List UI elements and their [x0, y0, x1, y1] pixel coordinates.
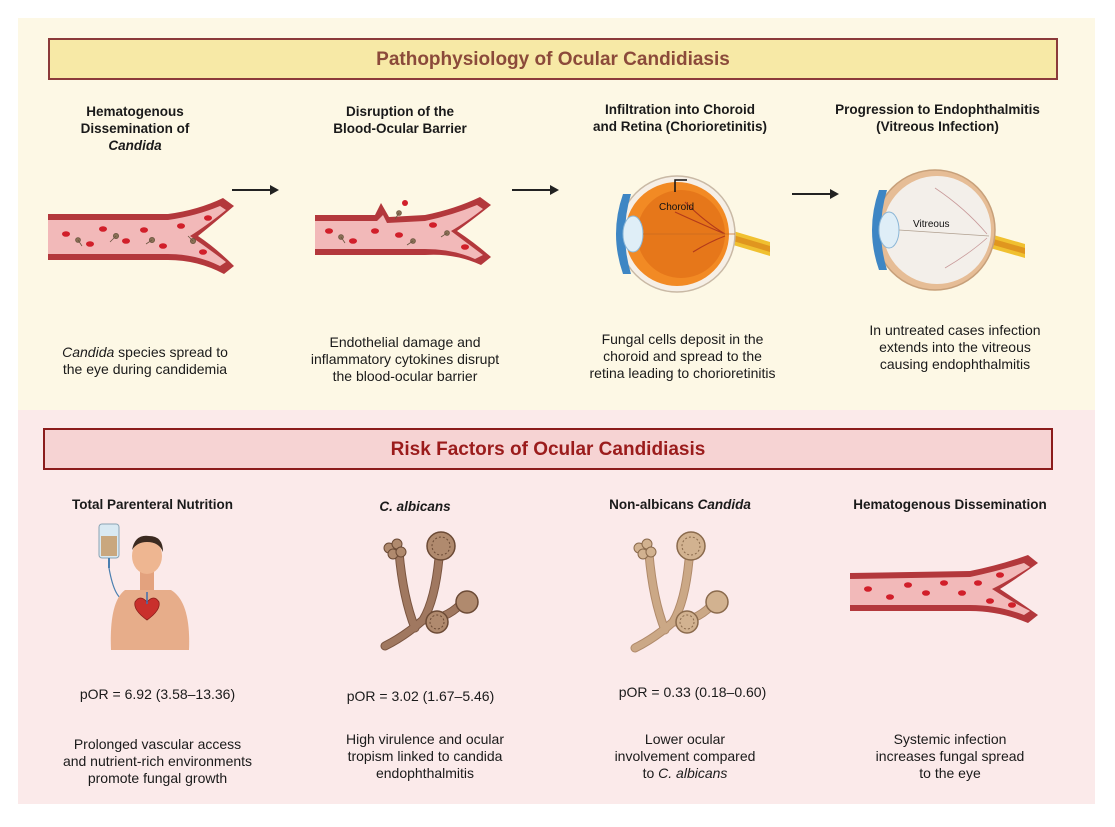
damaged-vessel-illustration	[315, 197, 491, 265]
risk-factors-title: Risk Factors of Ocular Candidiasis	[43, 428, 1053, 470]
stage-4-description: In untreated cases infection extends int…	[869, 322, 1041, 372]
eye-vitreous-illustration: Vitreous	[872, 169, 1025, 291]
stage-2-description: Endothelial damage and inflammatory cyto…	[310, 334, 500, 384]
c-albicans-illustration	[380, 531, 479, 651]
vitreous-label: Vitreous	[913, 219, 950, 230]
risk-3-title: Non-albicans Candida	[609, 497, 751, 512]
risk-1-por: pOR = 6.92 (3.58–13.36)	[79, 686, 236, 702]
stage-4-title: Progression to Endophthalmitis (Vitreous…	[835, 102, 1040, 134]
blood-vessel-illustration	[48, 198, 234, 274]
risk-1-title: Total Parenteral Nutrition	[71, 497, 234, 512]
pathophysiology-title: Pathophysiology of Ocular Candidiasis	[48, 38, 1058, 80]
tpn-patient-illustration	[98, 523, 190, 650]
choroid-label: Choroid	[659, 202, 694, 213]
eye-choroid-illustration: Choroid	[616, 175, 770, 293]
arrow-1-icon	[232, 185, 279, 195]
arrow-3-icon	[792, 189, 839, 199]
risk-1-description: Prolonged vascular access and nutrient-r…	[62, 736, 253, 786]
risk-2-description: High virulence and ocular tropism linked…	[346, 731, 504, 781]
stage-3-description: Fungal cells deposit in the choroid and …	[589, 331, 776, 381]
arrow-2-icon	[512, 185, 559, 195]
stage-1-title: Hematogenous Dissemination of Candida	[80, 104, 190, 153]
stage-1-description: Candida species spread to the eye during…	[62, 344, 228, 377]
risk-4-description: Systemic infection increases fungal spre…	[875, 731, 1025, 781]
risk-3-por: pOR = 0.33 (0.18–0.60)	[618, 684, 767, 700]
risk-2-por: pOR = 3.02 (1.67–5.46)	[346, 688, 495, 704]
stage-2-title: Disruption of the Blood-Ocular Barrier	[333, 104, 467, 136]
hematogenous-vessel-illustration	[850, 555, 1038, 623]
risk-4-title: Hematogenous Dissemination	[853, 497, 1047, 512]
stage-3-title: Infiltration into Choroid and Retina (Ch…	[592, 102, 767, 134]
risk-2-title: C. albicans	[379, 499, 451, 514]
non-albicans-illustration	[630, 531, 729, 653]
risk-3-description: Lower ocular involvement compared to C. …	[614, 731, 756, 781]
